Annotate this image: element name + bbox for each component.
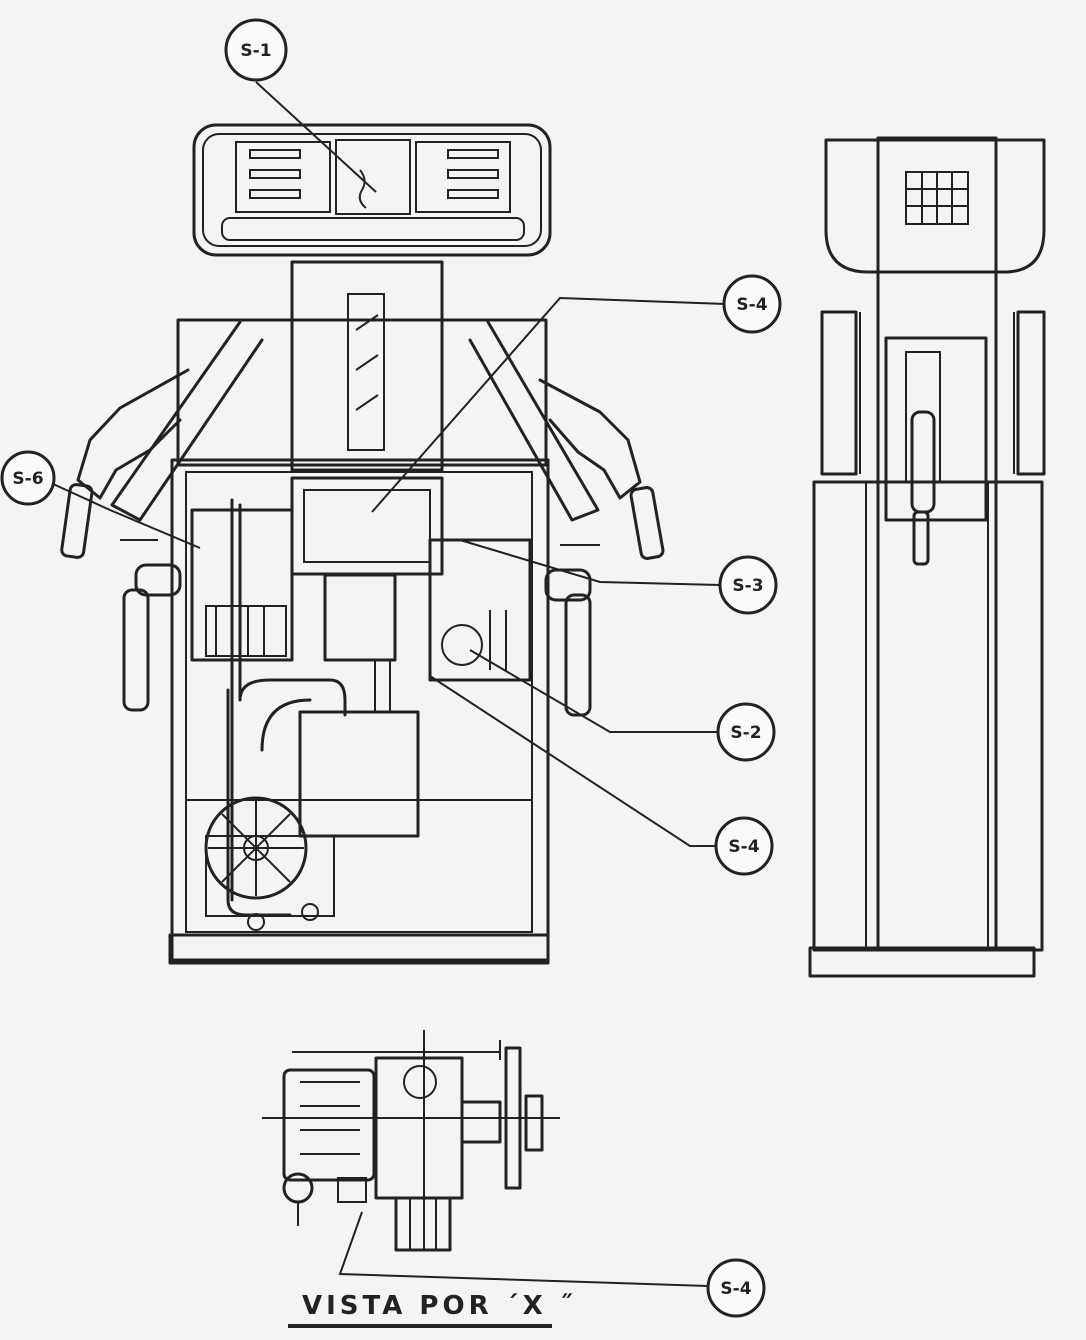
callout-s1: S-1 xyxy=(224,18,288,82)
callout-s4-bottom: S-4 xyxy=(706,1258,766,1318)
view-x xyxy=(262,1030,560,1252)
callout-s6-label: S-6 xyxy=(12,469,43,489)
side-view xyxy=(808,136,1046,978)
callout-s4-mid: S-4 xyxy=(714,816,774,876)
callout-s4-top-label: S-4 xyxy=(736,295,767,315)
callout-s3: S-3 xyxy=(718,555,778,615)
callout-s4-top: S-4 xyxy=(722,274,782,334)
callout-s3-label: S-3 xyxy=(732,576,763,596)
callout-s6: S-6 xyxy=(0,450,56,506)
callout-s2: S-2 xyxy=(716,702,776,762)
callout-s1-label: S-1 xyxy=(240,41,271,61)
callout-s4-mid-label: S-4 xyxy=(728,837,759,857)
leader-lines xyxy=(39,81,727,1287)
callout-s2-label: S-2 xyxy=(730,723,761,743)
view-caption: VISTA POR ´X ˝ xyxy=(302,1291,577,1321)
front-view xyxy=(60,123,665,965)
callout-s4-bottom-label: S-4 xyxy=(720,1279,751,1299)
